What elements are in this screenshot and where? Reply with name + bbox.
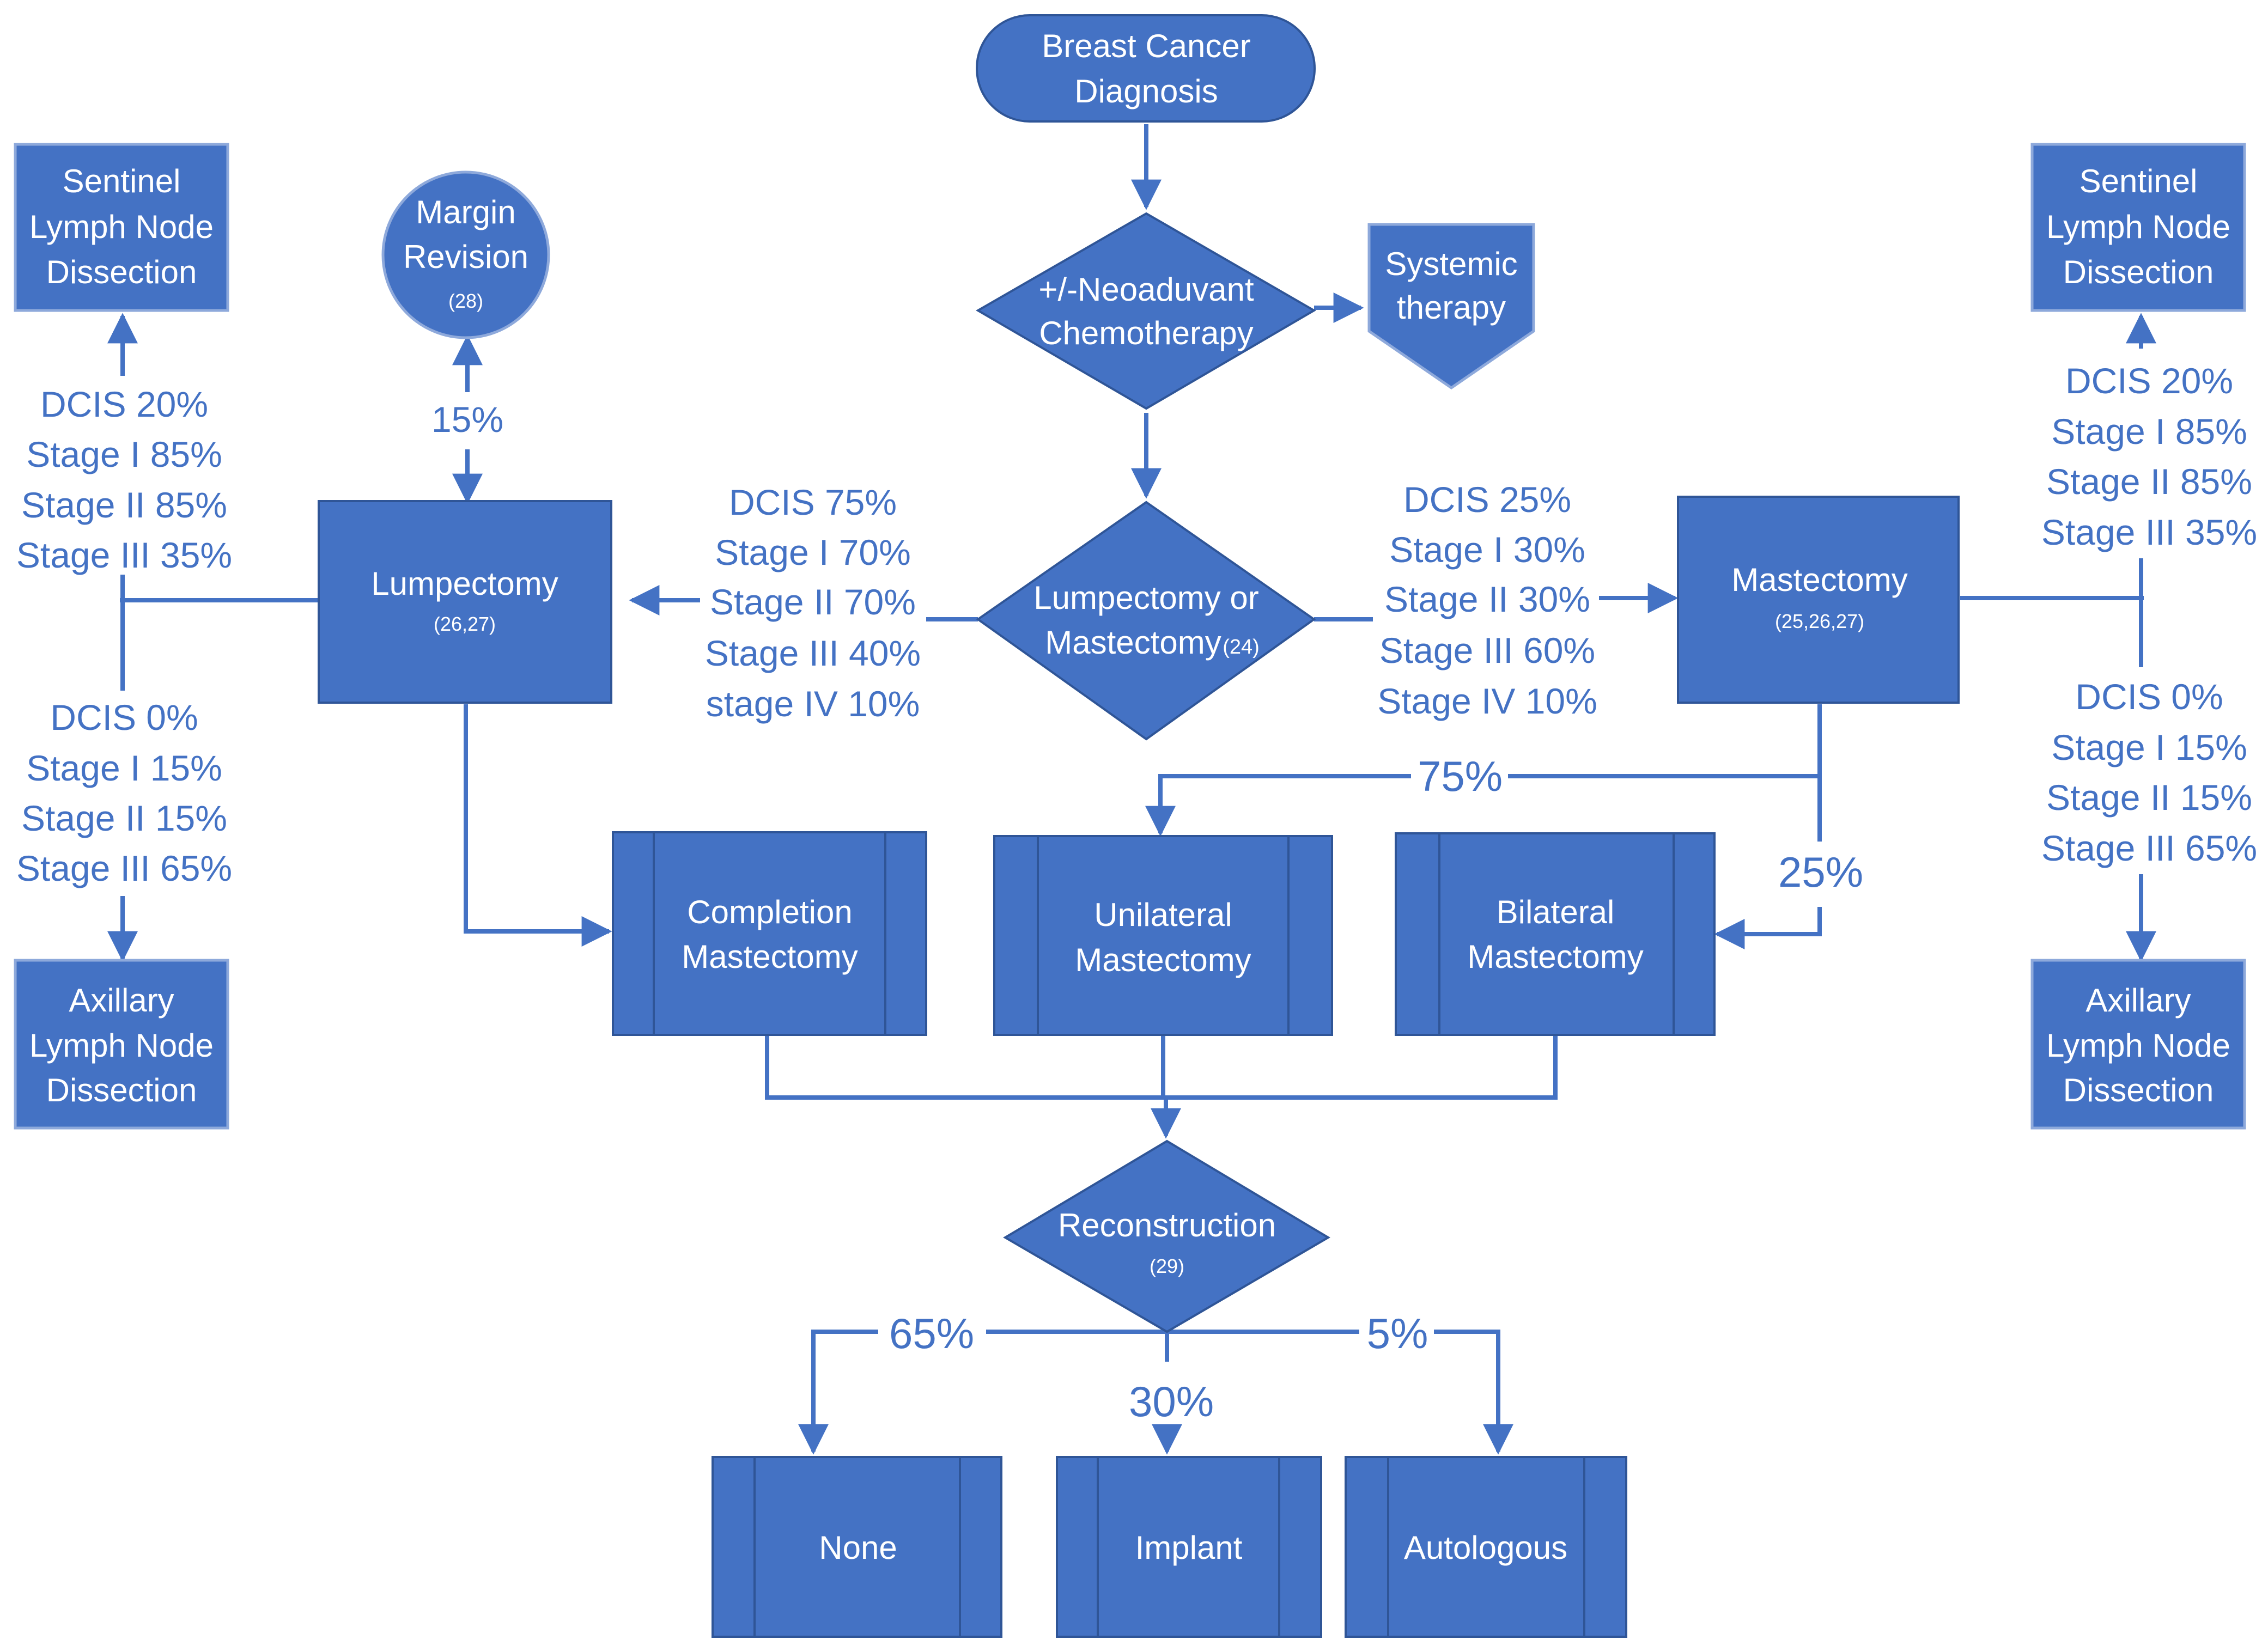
label-unilateral-rate: 75%: [1418, 752, 1503, 800]
svg-text:None: None: [819, 1529, 897, 1566]
label-left-axillary-rates: DCIS 0%Stage I 15%Stage II 15%Stage III …: [16, 697, 232, 888]
label-right-axillary-rates: DCIS 0%Stage I 15%Stage II 15%Stage III …: [2041, 676, 2257, 868]
edges: [107, 124, 2156, 1455]
edge-reconstruction-to-none-b: [798, 1330, 878, 1455]
label-lumpectomy-rates: DCIS 75%Stage I 70%Stage II 70%Stage III…: [705, 482, 921, 724]
label-margin-rate: 15%: [431, 399, 503, 440]
label-none-rate: 65%: [889, 1309, 974, 1357]
svg-text:(25,26,27): (25,26,27): [1775, 610, 1864, 632]
svg-text:(26,27): (26,27): [434, 613, 496, 635]
svg-text:DCIS 75%Stage I 70%Stage II 70: DCIS 75%Stage I 70%Stage II 70%Stage III…: [705, 482, 921, 724]
svg-text:(29): (29): [1150, 1255, 1184, 1277]
svg-text:DCIS 0%Stage I 15%Stage II 15%: DCIS 0%Stage I 15%Stage II 15%Stage III …: [16, 697, 232, 888]
svg-text:Autologous: Autologous: [1404, 1529, 1567, 1566]
node-none: None: [712, 1456, 1002, 1638]
label-right-sentinel-rates: DCIS 20%Stage I 85%Stage II 85%Stage III…: [2041, 361, 2257, 552]
svg-text:DCIS 25%Stage I 30%Stage II 30: DCIS 25%Stage I 30%Stage II 30%Stage III…: [1377, 479, 1597, 721]
node-mastectomy: Mastectomy (25,26,27): [1677, 496, 1960, 704]
svg-text:Implant: Implant: [1135, 1529, 1243, 1566]
svg-text:Mastectomy: Mastectomy: [1731, 562, 1907, 598]
label-implant-rate: 30%: [1129, 1377, 1214, 1425]
svg-text:(28): (28): [448, 290, 483, 312]
svg-text:Lumpectomy: Lumpectomy: [371, 565, 558, 602]
svg-text:DCIS 20%Stage I 85%Stage II 85: DCIS 20%Stage I 85%Stage II 85%Stage III…: [16, 384, 232, 575]
label-autologous-rate: 5%: [1367, 1309, 1428, 1357]
label-bilateral-rate: 25%: [1778, 848, 1863, 896]
label-mastectomy-rates: DCIS 25%Stage I 30%Stage II 30%Stage III…: [1377, 479, 1597, 721]
node-implant: Implant: [1056, 1456, 1322, 1638]
label-left-sentinel-rates: DCIS 20%Stage I 85%Stage II 85%Stage III…: [16, 384, 232, 575]
edge-unilateral-arrow: [1145, 774, 1411, 837]
edge-mastectomy-to-bilateral: [1714, 907, 1822, 949]
svg-text:DCIS 20%Stage I 85%Stage II 85: DCIS 20%Stage I 85%Stage II 85%Stage III…: [2041, 361, 2257, 552]
node-lumpectomy: Lumpectomy (26,27): [318, 500, 612, 704]
node-autologous: Autologous: [1345, 1456, 1627, 1638]
edge-reconstruction-to-autologous-b: [1434, 1330, 1513, 1455]
svg-text:Reconstruction: Reconstruction: [1058, 1207, 1276, 1243]
svg-text:DCIS 0%Stage I 15%Stage II 15%: DCIS 0%Stage I 15%Stage II 15%Stage III …: [2041, 676, 2257, 868]
edge-lumpectomy-to-completion: [464, 704, 612, 947]
node-reconstruction: Reconstruction (29): [1003, 1139, 1330, 1333]
